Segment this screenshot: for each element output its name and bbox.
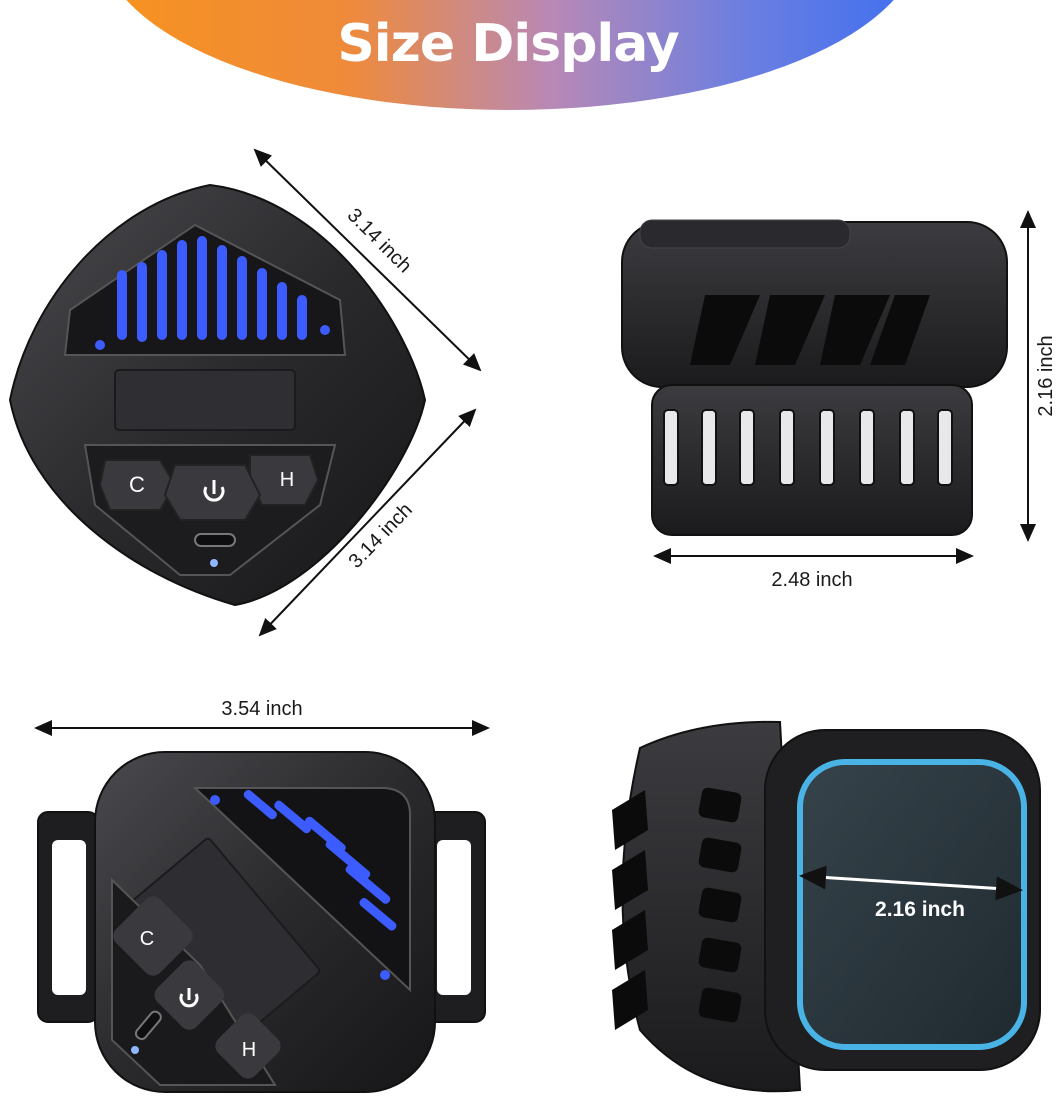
front-button-h: H (280, 469, 294, 491)
front-button-c: C (129, 472, 145, 497)
top-button-h: H (242, 1039, 256, 1061)
back-view-device (612, 720, 1041, 1093)
top-view-device (37, 751, 486, 1093)
side-dim-label-width: 2.48 inch (771, 569, 852, 591)
front-dim-arrow-bottom (258, 408, 477, 637)
side-grill-icon (663, 409, 953, 486)
page-title: Size Display (337, 14, 679, 74)
usb-c-port-icon (194, 533, 236, 547)
cooling-pad-icon (797, 759, 1027, 1050)
back-dim-label-pad: 2.16 inch (875, 898, 965, 921)
back-dim-arrow-pad (799, 865, 1023, 901)
power-icon (203, 480, 225, 502)
top-status-led-icon (131, 1046, 139, 1054)
top-power-icon (179, 988, 199, 1008)
back-vent-icon (612, 787, 742, 1030)
top-vent-glow-icon (210, 789, 397, 980)
top-usb-c-port-icon (134, 1010, 162, 1041)
top-button-c: C (140, 928, 154, 950)
front-dim-label-top: 3.14 inch (343, 204, 416, 277)
top-dim-label-width: 3.54 inch (221, 698, 302, 720)
status-led-icon (210, 559, 218, 567)
side-vent-icon (690, 295, 930, 365)
side-view-device (621, 219, 1008, 536)
side-dim-label-height: 2.16 inch (1035, 335, 1057, 416)
front-dim-arrow-top (253, 148, 482, 372)
